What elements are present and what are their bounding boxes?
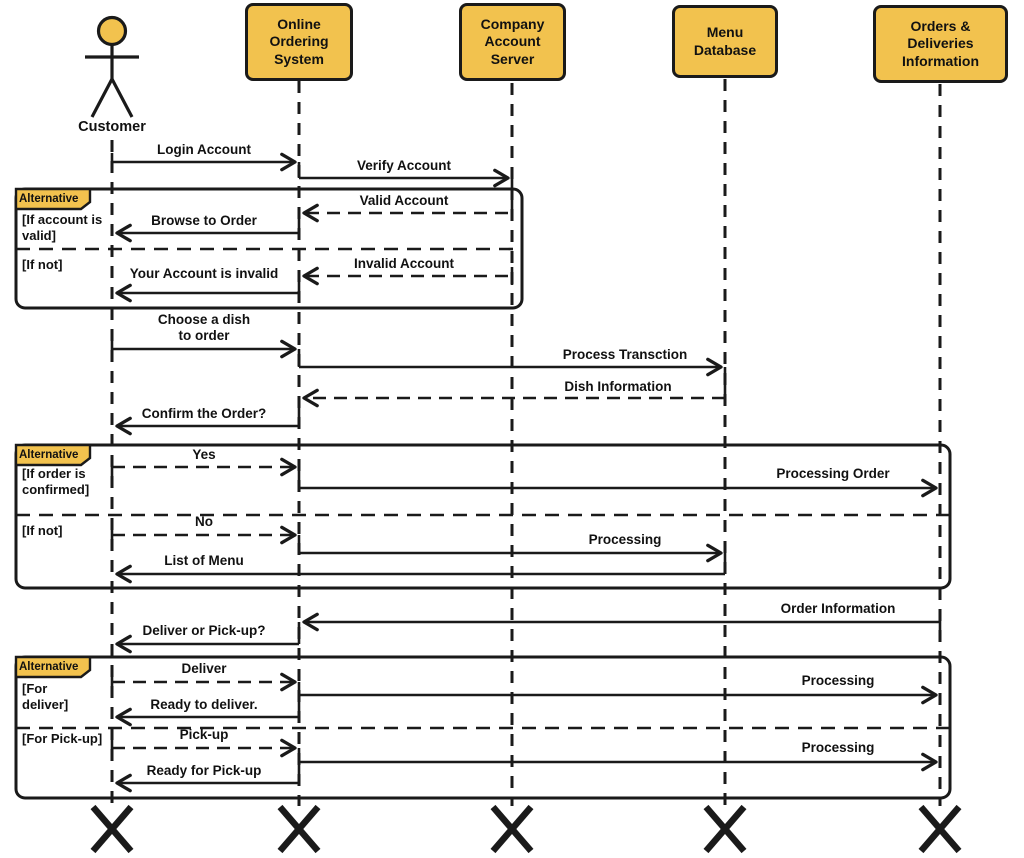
destroy-menu-database xyxy=(703,804,747,854)
message-label-choose-a-dish: Choose a dish to order xyxy=(157,312,251,344)
message-label-valid-account: Valid Account xyxy=(359,193,449,208)
fragment-1-guard-2: [If not] xyxy=(22,257,63,272)
fragment-2-operator: Alternative xyxy=(19,449,79,461)
message-label-list-of-menu: List of Menu xyxy=(164,553,244,568)
participant-online-ordering-system: Online Ordering System xyxy=(245,3,353,81)
destroy-customer xyxy=(90,804,134,854)
message-arrows xyxy=(112,152,940,793)
message-label-login-account: Login Account xyxy=(157,142,251,157)
fragment-3-tab xyxy=(14,655,92,679)
message-label-yes: Yes xyxy=(192,447,216,462)
message-label-processing-menu: Processing xyxy=(588,532,662,547)
message-label-order-information: Order Information xyxy=(780,601,896,616)
fragment-1-tab xyxy=(14,187,92,211)
message-label-processing-order: Processing Order xyxy=(776,466,890,481)
fragment-3-guard-2: [For Pick-up] xyxy=(22,731,103,746)
message-label-process-transction: Process Transction xyxy=(562,347,688,362)
message-label-processing-pickup: Processing xyxy=(801,740,875,755)
destroy-markers xyxy=(90,804,962,854)
message-label-ready-for-pickup: Ready for Pick-up xyxy=(146,763,262,778)
participant-company-account-server: Company Account Server xyxy=(459,3,566,81)
fragment-1-operator: Alternative xyxy=(19,193,79,205)
fragment-frames xyxy=(14,187,952,800)
message-label-deliver-or-pickup: Deliver or Pick-up? xyxy=(142,623,266,638)
message-label-pickup: Pick-up xyxy=(179,727,229,742)
fragment-3-guard-1: [For deliver] xyxy=(22,681,69,713)
fragment-2-frame xyxy=(14,443,952,590)
message-label-account-is-invalid: Your Account is invalid xyxy=(129,266,279,281)
participant-orders-deliveries: Orders & Deliveries Information xyxy=(873,5,1008,83)
message-label-ready-to-deliver: Ready to deliver. xyxy=(150,697,258,712)
message-label-deliver: Deliver xyxy=(181,661,227,676)
destroy-company-account-server xyxy=(490,804,534,854)
message-label-invalid-account: Invalid Account xyxy=(353,256,455,271)
message-label-confirm-the-order: Confirm the Order? xyxy=(141,406,267,421)
message-start-ticks xyxy=(110,153,942,757)
participant-menu-database: Menu Database xyxy=(672,5,778,78)
fragment-2-tab xyxy=(14,443,92,467)
fragment-2-guard-2: [If not] xyxy=(22,523,63,538)
fragment-2-guard-1: [If order is confirmed] xyxy=(22,466,90,498)
message-label-browse-to-order: Browse to Order xyxy=(151,213,257,228)
actor-icon xyxy=(85,15,139,118)
destroy-online-ordering-system xyxy=(277,804,321,854)
fragment-3-operator: Alternative xyxy=(19,661,79,673)
fragment-1-guard-1: [If account is valid] xyxy=(22,212,103,244)
message-label-no: No xyxy=(195,514,213,529)
actor-label: Customer xyxy=(78,119,146,135)
destroy-orders-deliveries xyxy=(918,804,962,854)
message-label-dish-information: Dish Information xyxy=(564,379,672,394)
message-label-verify-account: Verify Account xyxy=(356,158,452,173)
message-label-processing-deliver: Processing xyxy=(801,673,875,688)
elbow-connectors xyxy=(297,162,727,783)
